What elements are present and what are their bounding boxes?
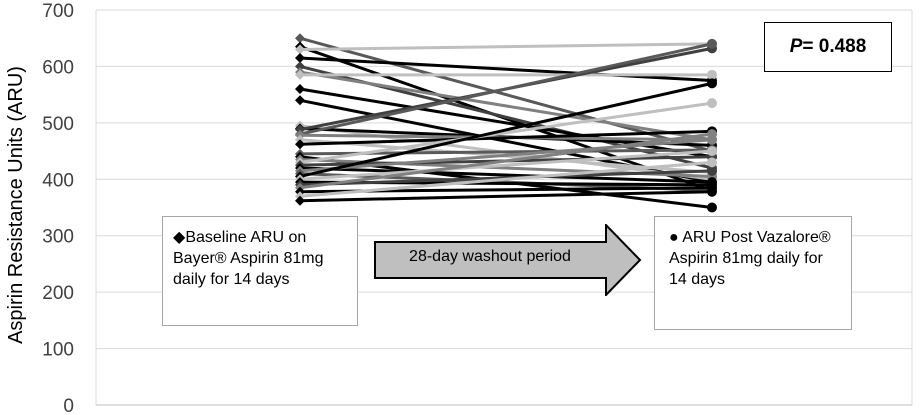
baseline-note-line-1: ◆Baseline ARU on: [173, 227, 347, 248]
series-line: [299, 81, 713, 178]
post-point: [707, 202, 717, 213]
series-line: [299, 149, 713, 181]
series-line: [299, 56, 713, 83]
post-point: [707, 165, 717, 176]
series-line: [299, 42, 713, 136]
y-tick-label: 300: [42, 227, 74, 248]
y-tick-label: 700: [42, 1, 74, 22]
baseline-note-line-3: daily for 14 days: [173, 271, 290, 288]
series-line: [299, 132, 713, 190]
baseline-point: [295, 44, 305, 55]
post-point: [707, 69, 717, 80]
baseline-point: [295, 95, 305, 106]
series-3: [295, 38, 717, 55]
series-line: [299, 166, 713, 184]
post-point: [707, 38, 717, 49]
baseline-note-text-1: Baseline ARU on: [185, 229, 307, 246]
series-line: [299, 138, 713, 173]
baseline-point: [295, 69, 305, 80]
series-line: [299, 160, 713, 198]
series-line: [299, 129, 713, 146]
post-point: [707, 186, 717, 197]
y-tick-labels: 0 100 200 300 400 500 600 700: [42, 1, 74, 415]
post-point: [707, 146, 717, 157]
baseline-point: [295, 139, 305, 150]
post-note-text-1: ARU Post Vazalore®: [682, 229, 831, 246]
post-note-line-3: 14 days: [669, 271, 726, 288]
arrow-shape: [374, 222, 642, 298]
baseline-point: [295, 61, 305, 72]
y-axis-title: Aspirin Resistance Units (ARU): [5, 66, 27, 344]
post-note-line-1: ● ARU Post Vazalore®: [669, 227, 841, 248]
p-symbol: P: [789, 36, 803, 57]
baseline-note-line-2: Bayer® Aspirin 81mg: [173, 250, 324, 267]
series-line: [299, 190, 713, 203]
y-tick-label: 500: [42, 114, 74, 135]
baseline-point: [295, 52, 305, 63]
series-line: [299, 70, 713, 142]
p-value-text: = 0.488: [802, 36, 867, 57]
diamond-marker-icon: ◆: [173, 229, 186, 246]
post-note-line-2: Aspirin 81mg daily for: [669, 250, 823, 267]
post-point: [707, 129, 717, 140]
y-tick-label: 400: [42, 170, 74, 191]
post-point: [707, 98, 717, 109]
y-tick-label: 0: [63, 396, 74, 415]
washout-label: 28-day washout period: [409, 248, 571, 265]
circle-marker-icon: ●: [669, 229, 679, 246]
y-tick-label: 100: [42, 340, 74, 361]
baseline-point: [295, 84, 305, 94]
y-tick-label: 200: [42, 283, 74, 304]
baseline-point: [295, 195, 305, 206]
p-value-box: P = 0.488: [764, 22, 892, 72]
series-line: [299, 101, 713, 164]
y-tick-label: 600: [42, 57, 74, 78]
series-7: [295, 69, 717, 80]
baseline-point: [295, 33, 305, 44]
post-note: ● ARU Post Vazalore® Aspirin 81mg daily …: [654, 216, 852, 330]
post-point: [707, 157, 717, 168]
series-line: [299, 42, 713, 51]
washout-arrow: 28-day washout period: [374, 222, 642, 298]
series-lines: [295, 33, 717, 213]
series-32: [295, 186, 717, 206]
post-point: [707, 78, 717, 89]
baseline-note: ◆Baseline ARU on Bayer® Aspirin 81mg dai…: [162, 216, 358, 326]
